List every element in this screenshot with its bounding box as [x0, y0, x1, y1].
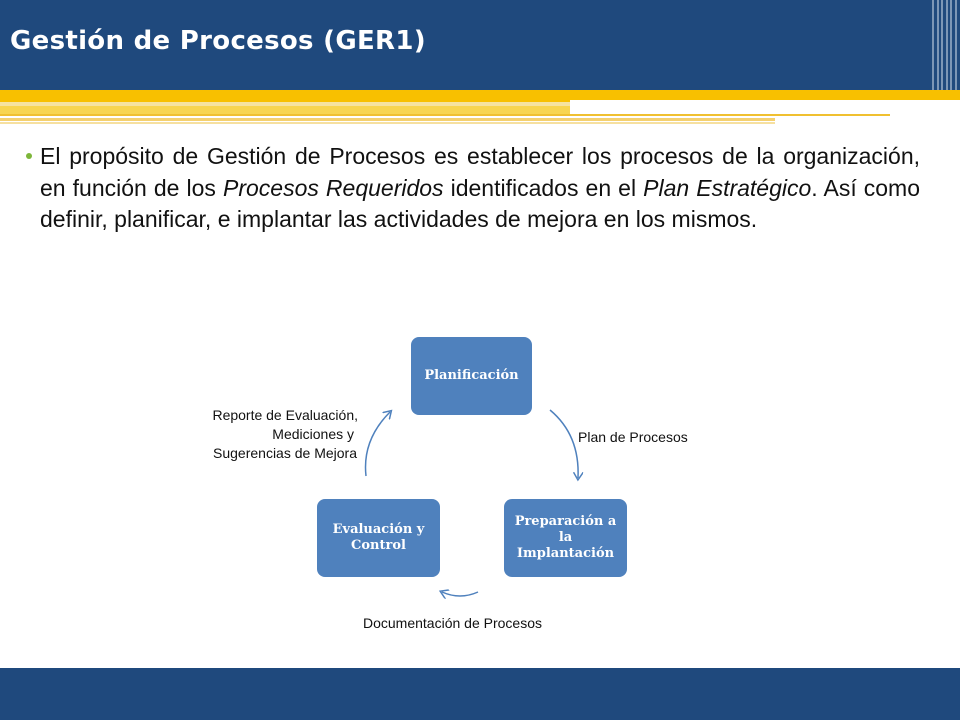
header-decoration-lines [932, 0, 957, 100]
label-reporte-line3: Sugerencias de Mejora [213, 445, 357, 461]
bullet-text-italic: Procesos Requeridos [222, 174, 444, 201]
arrow-preparacion-to-evaluacion [442, 592, 479, 596]
slide-title: Gestión de Procesos (GER1) [10, 26, 426, 56]
node-evaluacion: Evaluación y Control [317, 499, 440, 577]
header-stripe [0, 118, 775, 121]
label-documentacion-de-procesos: Documentación de Procesos [363, 615, 542, 631]
header-stripe [0, 106, 570, 114]
label-reporte-line1: Reporte de Evaluación, [212, 407, 358, 423]
bullet-text-part: El propósito de Gestión de Procesos es e… [40, 143, 920, 201]
bullet-text-part: identificados en el [443, 174, 644, 201]
header-stripe-gap [596, 108, 960, 116]
arrow-planificacion-to-preparacion [549, 409, 578, 478]
arrow-evaluacion-to-planificacion [364, 412, 391, 477]
header-stripe [0, 102, 960, 106]
footer-band [0, 668, 960, 720]
node-planificacion: Planificación [411, 337, 532, 415]
bullet-paragraph: El propósito de Gestión de Procesos es e… [26, 141, 921, 236]
label-reporte-line2: Mediciones y [272, 426, 354, 442]
bullet-text-italic: Plan Estratégico [643, 174, 812, 201]
header-stripe [0, 122, 775, 124]
bullet-icon [26, 153, 32, 159]
bullet-text-part: . Así como definir, planificar, e implan… [40, 174, 921, 233]
header-stripe [0, 90, 960, 102]
header-stripe [0, 114, 890, 116]
header-stripe-gap [570, 100, 960, 106]
node-preparacion: Preparación a la Implantación [504, 499, 627, 577]
label-plan-de-procesos: Plan de Procesos [578, 429, 688, 445]
header-band: Gestión de Procesos (GER1) [0, 0, 960, 100]
